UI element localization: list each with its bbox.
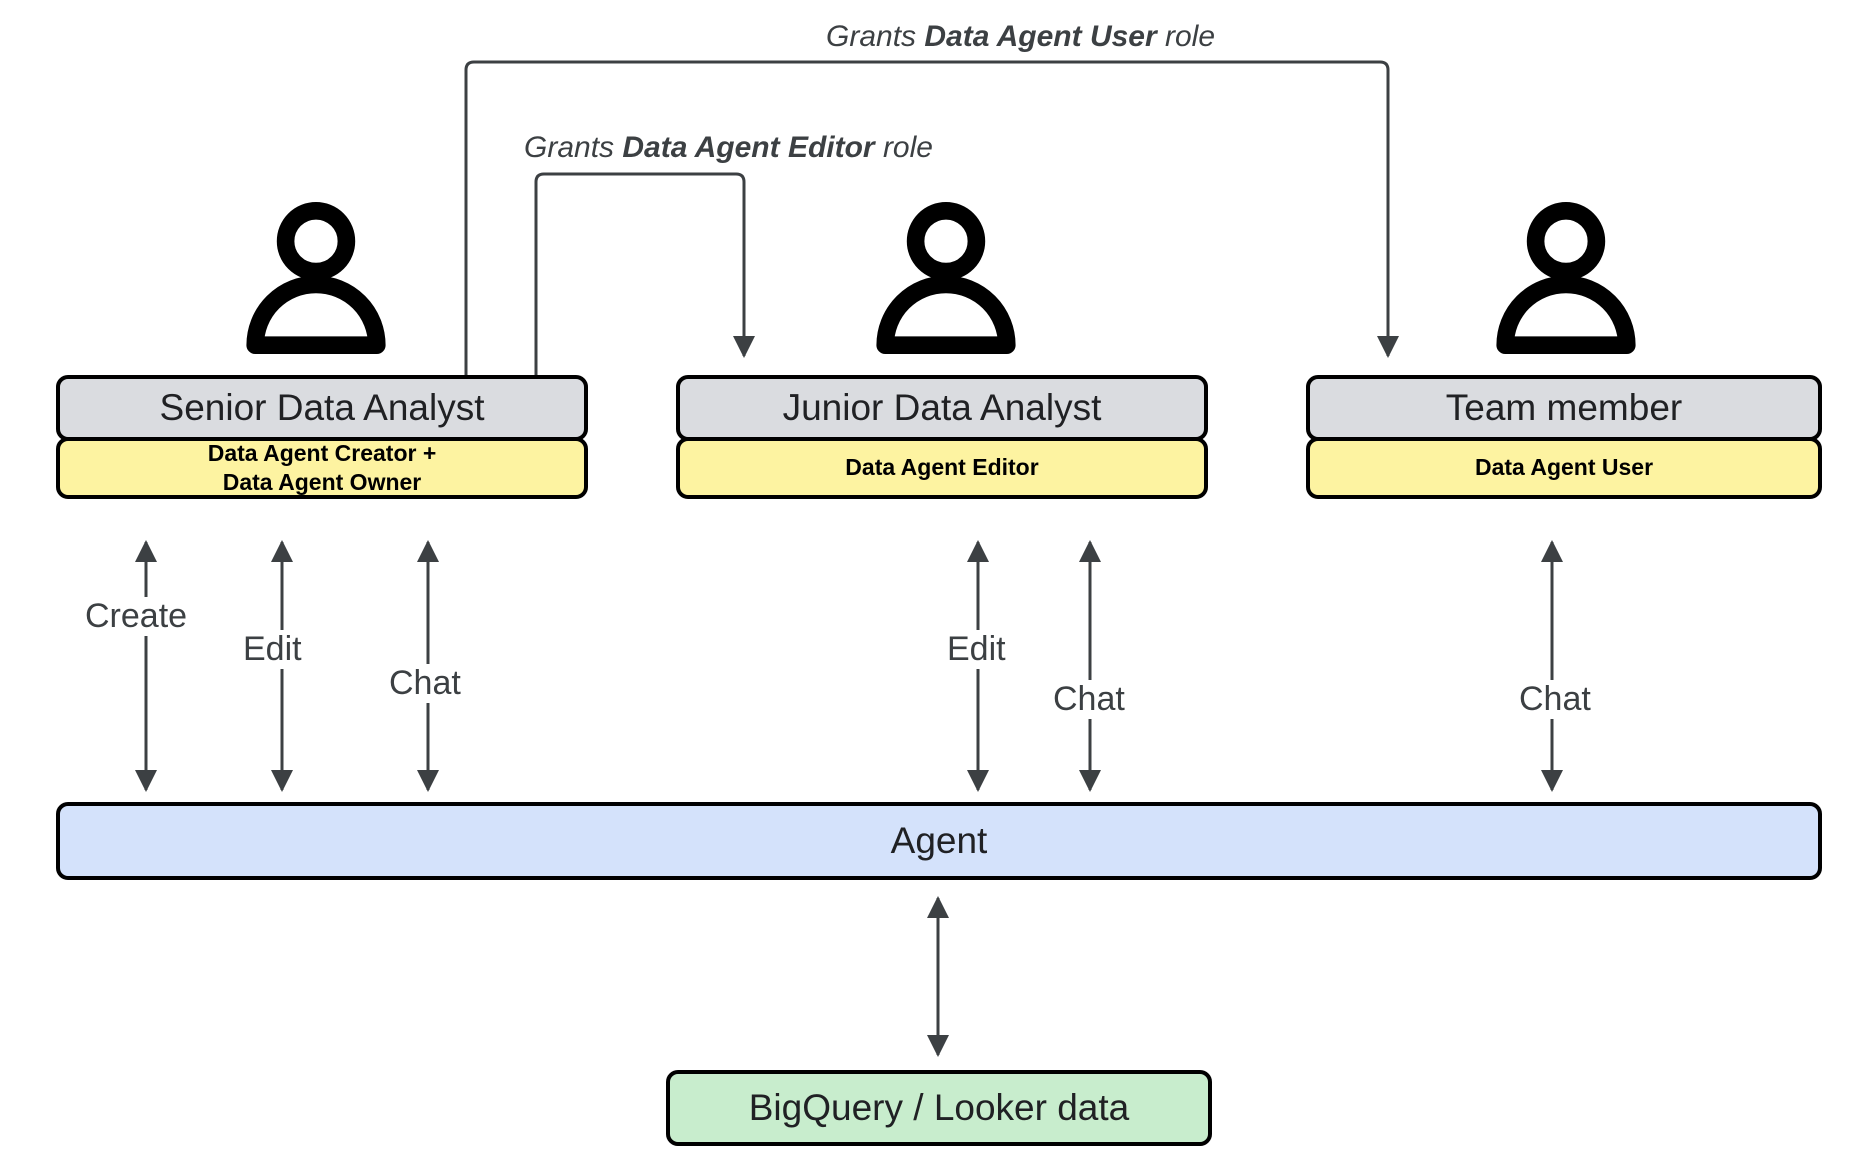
connector-grant-data-agent-editor [534,172,755,375]
grant-label-data-agent-user: Grants Data Agent User role [826,20,1215,54]
agent-box[interactable]: Agent [56,802,1822,880]
role-line-2: Data Agent Owner [222,469,422,495]
person-icon [1496,202,1636,355]
persona-role-senior-data-analyst[interactable]: Data Agent Creator + Data Agent Owner [56,437,588,499]
grant-editor-prefix: Grants [524,131,623,164]
flow-label-team-chat: Chat [1516,680,1594,719]
flow-label-junior-chat: Chat [1050,680,1128,719]
grant-editor-role: Data Agent Editor [622,131,875,164]
flow-label-senior-create: Create [82,597,191,636]
flow-label-senior-chat: Chat [386,664,464,703]
grant-user-prefix: Grants [826,20,925,53]
persona-junior-data-analyst[interactable]: Junior Data Analyst Data Agent Editor [676,375,1208,499]
persona-title-senior-data-analyst[interactable]: Senior Data Analyst [56,375,588,441]
persona-role-team-member[interactable]: Data Agent User [1306,437,1822,499]
persona-team-member[interactable]: Team member Data Agent User [1306,375,1822,499]
flow-label-junior-edit: Edit [944,630,1009,669]
persona-senior-data-analyst[interactable]: Senior Data Analyst Data Agent Creator +… [56,375,588,499]
grant-user-suffix: role [1156,20,1216,53]
person-icon [876,202,1016,355]
grant-label-data-agent-editor: Grants Data Agent Editor role [524,131,933,165]
grant-editor-suffix: role [874,131,933,164]
data-source-box[interactable]: BigQuery / Looker data [666,1070,1212,1146]
role-line-1: Data Agent Creator + [207,440,437,467]
person-icon [246,202,386,355]
flow-label-senior-edit: Edit [240,630,305,669]
persona-title-junior-data-analyst[interactable]: Junior Data Analyst [676,375,1208,441]
persona-role-junior-data-analyst[interactable]: Data Agent Editor [676,437,1208,499]
grant-user-role: Data Agent User [924,20,1157,53]
persona-title-team-member[interactable]: Team member [1306,375,1822,441]
